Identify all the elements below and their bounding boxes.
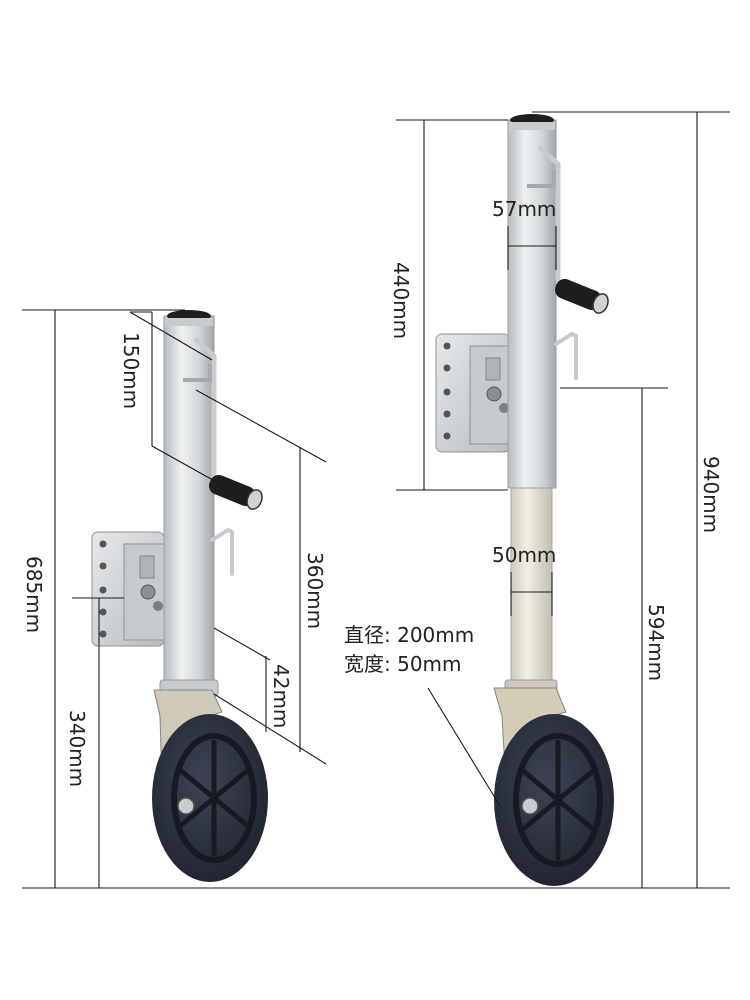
dim-left-top [129,311,221,485]
wheel-leader-line [427,687,501,807]
left-hook [210,527,234,576]
label-right-tube: 440mm [389,262,413,339]
label-wheel-width: 宽度: 50mm [344,652,462,676]
dim-left-clearance [213,627,271,732]
label-left-total: 685mm [22,556,46,633]
right-outer-tube [507,119,557,489]
left-wheel [152,714,268,882]
dim-right-inner-width [510,572,553,616]
label-left-travel: 360mm [303,552,327,629]
right-wheel [494,714,614,886]
label-right-mount: 594mm [644,604,668,681]
label-left-mount: 340mm [65,710,89,787]
dim-right-mount [560,387,668,888]
left-jack [91,310,268,882]
right-inner-tube [510,479,553,695]
dim-left-mount [72,597,124,888]
label-left-clearance: 42mm [269,664,293,728]
dim-right-width [507,226,557,270]
label-right-width: 57mm [492,197,556,221]
right-crank-bar [537,145,561,283]
dim-right-total [532,111,730,888]
dim-left-travel [195,389,327,765]
dim-right-tube [396,119,508,491]
left-handle-knob [209,474,263,510]
label-wheel-diameter: 直径: 200mm [344,623,474,647]
dim-left-total [22,309,185,888]
label-left-top: 150mm [119,332,143,409]
right-handle-knob [555,278,609,314]
left-mount-plate [91,531,165,647]
label-right-total: 940mm [699,456,723,533]
right-hook [554,331,578,380]
label-right-inner-width: 50mm [492,543,556,567]
right-jack [435,114,614,886]
left-outer-tube [163,315,215,697]
right-mount-plate [435,333,511,453]
